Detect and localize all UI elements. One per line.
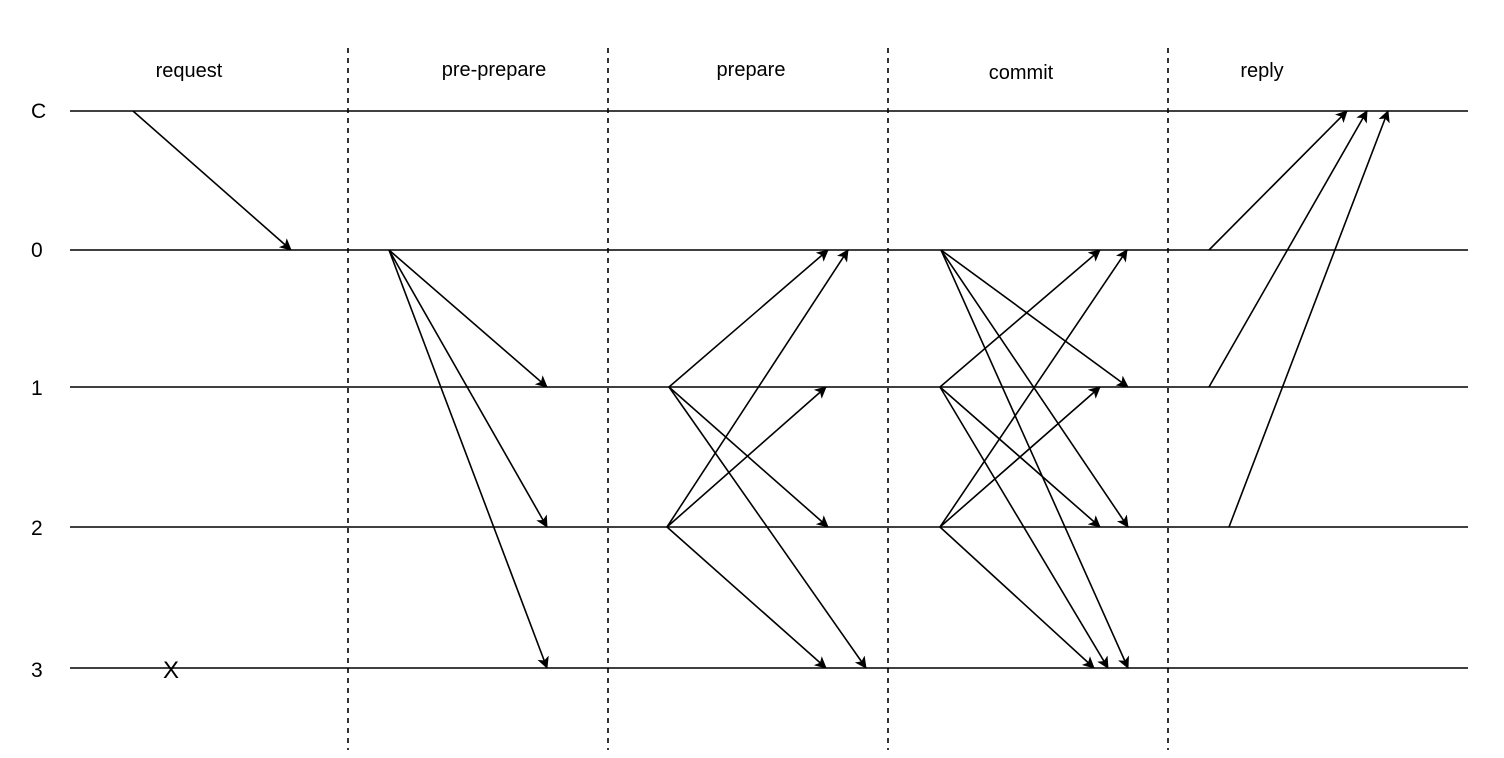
message-arrow-commit-0-to-1 xyxy=(940,249,1129,388)
phase-label-commit: commit xyxy=(989,62,1054,84)
message-arrow-prepare-1-to-3 xyxy=(668,386,867,669)
message-arrow-commit-2-to-1 xyxy=(939,386,1101,528)
message-arrow-reply-2-to-c xyxy=(1228,110,1390,528)
message-arrow-commit-2-to-3 xyxy=(939,526,1095,669)
message-arrow-commit-1-to-0 xyxy=(939,249,1101,388)
node-label-1: 1 xyxy=(31,377,43,400)
node-labels: C 0 1 2 3 xyxy=(31,100,46,682)
message-arrow-request-c-to-0 xyxy=(132,110,292,251)
phase-label-prepare: prepare xyxy=(717,59,786,81)
message-arrow-commit-0-to-2 xyxy=(940,249,1129,528)
message-arrow-commit-2-to-0 xyxy=(939,249,1128,528)
timelines xyxy=(70,110,1468,669)
node-label-0: 0 xyxy=(31,239,43,262)
message-arrow-reply-0-to-c xyxy=(1208,110,1348,251)
phase-label-request: request xyxy=(156,60,223,82)
crash-marker: X xyxy=(163,657,179,684)
phase-labels: request pre-prepare prepare commit reply xyxy=(156,59,1284,84)
phase-label-reply: reply xyxy=(1240,60,1283,82)
message-arrow-pre-prepare-0-to-3 xyxy=(388,249,549,669)
node-label-c: C xyxy=(31,100,46,123)
node-label-2: 2 xyxy=(31,517,43,540)
message-arrow-prepare-1-to-0 xyxy=(668,249,829,388)
node-label-3: 3 xyxy=(31,659,43,682)
message-arrow-prepare-2-to-0 xyxy=(666,249,849,528)
message-arrow-prepare-2-to-3 xyxy=(666,526,827,669)
message-arrows xyxy=(132,110,1390,669)
message-arrow-pre-prepare-0-to-2 xyxy=(388,249,548,528)
phase-label-pre-prepare: pre-prepare xyxy=(442,59,547,81)
message-arrow-pre-prepare-0-to-1 xyxy=(388,249,548,388)
message-arrow-commit-0-to-3 xyxy=(940,249,1129,669)
message-arrow-commit-1-to-3 xyxy=(939,386,1109,669)
message-arrow-prepare-2-to-1 xyxy=(666,386,827,528)
message-arrow-prepare-1-to-2 xyxy=(668,386,829,528)
phase-dividers xyxy=(347,48,1169,750)
message-arrow-reply-1-to-c xyxy=(1208,110,1368,388)
